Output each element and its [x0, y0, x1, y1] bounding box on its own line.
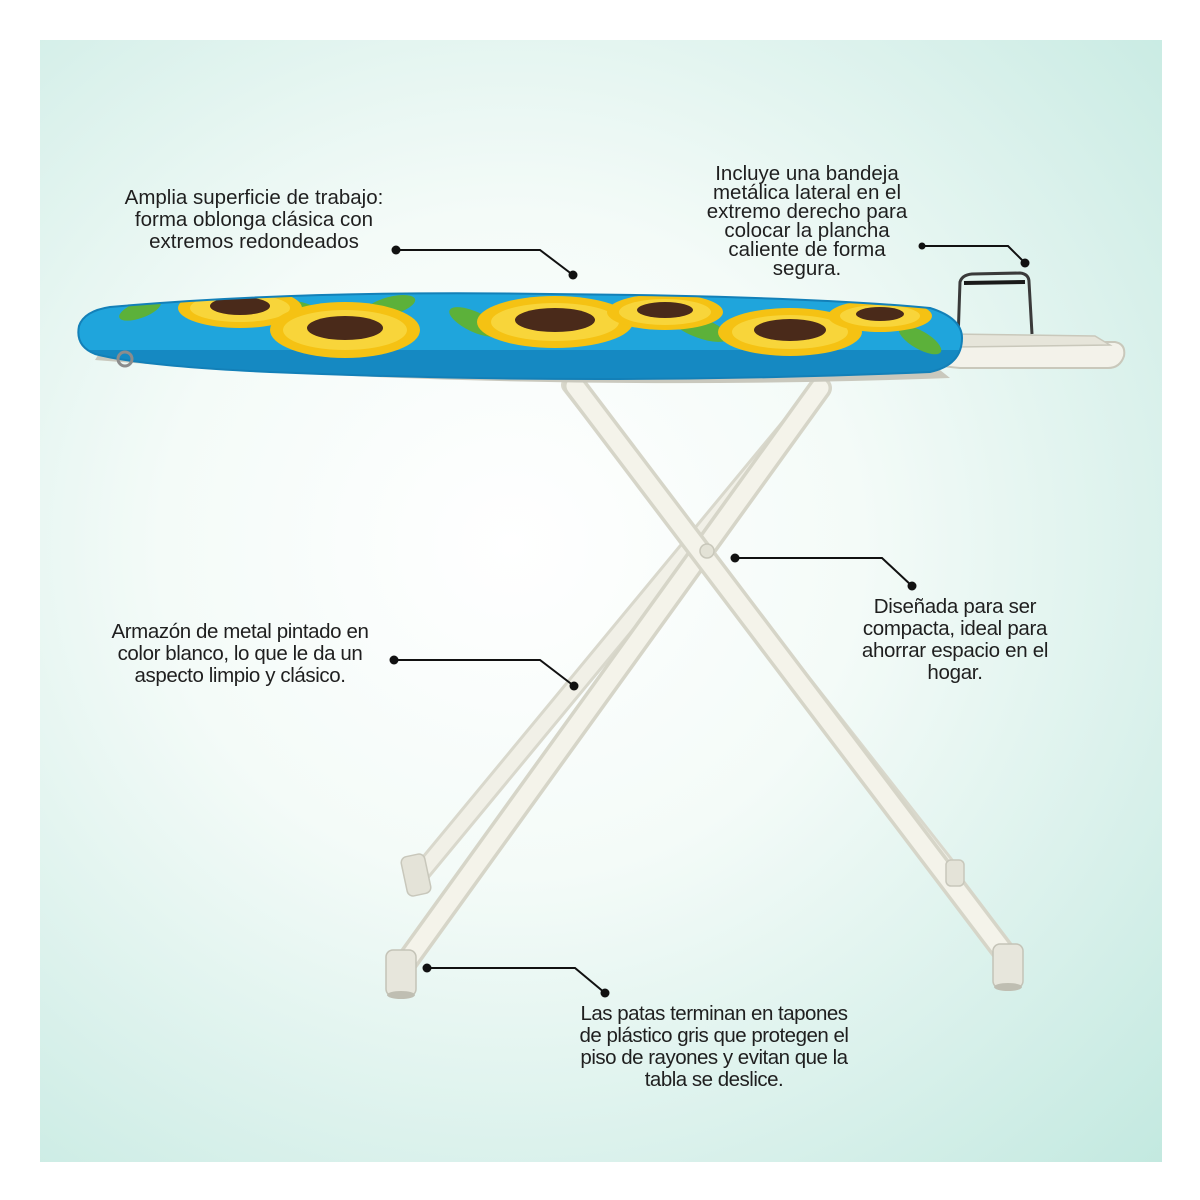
background-panel — [40, 40, 1162, 1162]
front-leg-right — [563, 374, 1018, 967]
caption-line: colocar la plancha — [724, 219, 890, 242]
caption-line: color blanco, lo que le da un — [117, 642, 363, 665]
caption-line: compacta, ideal para — [862, 617, 1048, 640]
caption-tray: Incluye una bandeja metálica lateral en … — [668, 162, 946, 280]
caption-feet: Las patas terminan en tapones de plástic… — [540, 1003, 888, 1091]
caption-line: Las patas terminan en tapones — [580, 1002, 849, 1025]
caption-line: segura. — [772, 257, 842, 280]
foot-cap-left — [385, 853, 432, 999]
caption-line: ahorrar espacio en el — [861, 639, 1049, 662]
caption-line: extremos redondeados — [149, 230, 359, 253]
leader-frame — [389, 655, 579, 691]
caption-line: piso de rayones y evitan que la — [580, 1046, 848, 1069]
cord-ring-icon — [116, 350, 134, 368]
caption-line: Amplia superficie de trabajo: — [124, 186, 384, 209]
caption-line: Diseñada para ser — [873, 595, 1037, 618]
leader-tray — [918, 242, 1030, 268]
caption-line: de plástico gris que protegen el — [579, 1024, 849, 1047]
sunflower-pattern — [178, 293, 932, 358]
caption-line: metálica lateral en el — [712, 181, 901, 204]
caption-line: tabla se deslice. — [644, 1068, 784, 1091]
ironing-board-cover — [78, 293, 963, 379]
leader-compact — [730, 553, 917, 591]
caption-frame: Armazón de metal pintado en color blanco… — [82, 621, 398, 687]
front-leg-left — [390, 376, 832, 980]
iron-rest-tray — [924, 271, 1126, 369]
caption-line: Incluye una bandeja — [715, 162, 899, 185]
caption-surface: Amplia superficie de trabajo: forma oblo… — [84, 187, 424, 253]
caption-line: forma oblonga clásica con — [134, 208, 374, 231]
pivot-icon — [699, 543, 715, 559]
caption-line: extremo derecho para — [706, 200, 908, 223]
caption-line: aspecto limpio y clásico. — [134, 664, 346, 687]
leader-feet — [422, 963, 610, 998]
leader-surface — [391, 245, 578, 280]
caption-line: Armazón de metal pintado en — [111, 620, 369, 643]
caption-line: caliente de forma — [728, 238, 886, 261]
caption-line: hogar. — [927, 661, 983, 684]
caption-compact: Diseñada para ser compacta, ideal para a… — [832, 596, 1078, 684]
foot-cap-right — [945, 859, 1024, 991]
